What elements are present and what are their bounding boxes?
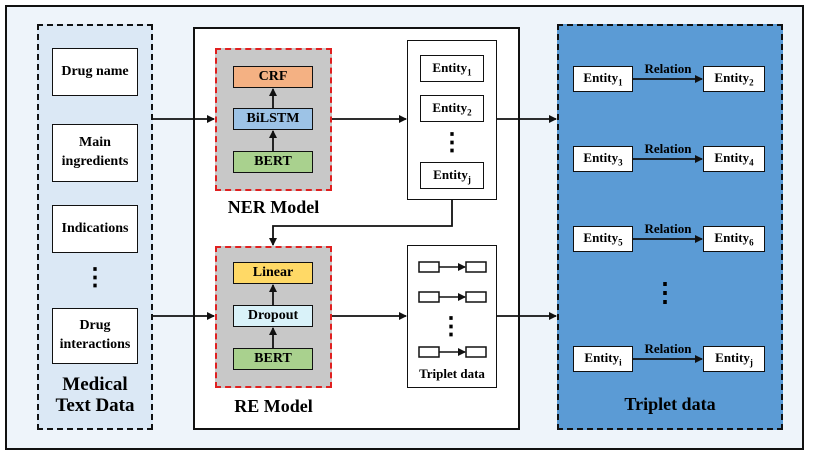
entity-list-ellipsis: ⋮ [440,130,464,156]
arrow-entities-to-re [269,200,453,246]
triplet-mini-ellipsis: ⋮ [439,314,463,340]
relation-label-3: Relation [644,221,692,236]
medical-text-title: Medical Text Data [37,374,153,417]
medical-title-line1: Medical [62,374,128,395]
indications-label: Indications [61,221,129,236]
tail-entity-1-text: Entity2 [714,70,753,88]
re-bert-layer: BERT [233,348,313,370]
relation-label-2: Relation [644,141,692,156]
entity-item-1-text: Entity1 [432,60,471,78]
tail-entity-2-base: Entity [714,150,750,166]
relation-label-4: Relation [644,341,692,356]
head-entity-4-sub: i [619,357,622,368]
entity-item-j: Entityj [420,162,484,189]
tail-entity-4: Entityj [703,346,765,372]
tail-entity-1: Entity2 [703,66,765,92]
tail-entity-3-text: Entity6 [714,230,753,248]
bilstm-layer: BiLSTM [233,108,313,130]
triplet-mini-caption: Triplet data [419,366,485,381]
drug-name-box: Drug name [52,48,138,96]
head-entity-4-text: Entityi [584,350,621,368]
head-entity-1: Entity1 [573,66,633,92]
head-entity-4: Entityi [573,346,633,372]
main-ingredients-box: Main ingredients [52,124,138,182]
ner-model-label: NER Model [227,197,320,217]
head-entity-2-base: Entity [583,150,619,166]
entity-item-j-text: Entityj [433,167,471,185]
tail-entity-2-sub: 4 [749,157,754,168]
entity-item-2: Entity2 [420,95,484,122]
entity-item-2-text: Entity2 [432,100,471,118]
tail-entity-3-base: Entity [714,230,750,246]
tail-entity-3: Entity6 [703,226,765,252]
mini-triplet-3-head [418,346,440,358]
tail-entity-1-base: Entity [714,70,750,86]
tail-entity-4-text: Entityj [715,350,753,368]
relation-label-1: Relation [644,61,692,76]
head-entity-1-sub: 1 [618,77,623,88]
head-entity-3-text: Entity5 [583,230,622,248]
ner-bert-layer: BERT [233,151,313,173]
entity-item-j-base: Entity [433,166,468,182]
main-ingredients-label: Main ingredients [61,135,129,169]
linear-layer: Linear [233,262,313,284]
head-entity-2-text: Entity3 [583,150,622,168]
head-entity-1-base: Entity [583,70,619,86]
entity-item-2-sub: 2 [467,107,472,118]
tail-entity-4-base: Entity [715,350,750,366]
head-entity-3-sub: 5 [618,237,623,248]
triplet-panel-title: Triplet data [624,394,716,414]
drug-interactions-label: Drug interactions [59,318,131,352]
head-entity-3-base: Entity [583,230,619,246]
mini-triplet-2-tail [465,291,487,303]
mini-triplet-3-tail [465,346,487,358]
entity-item-1-base: Entity [432,59,468,75]
tail-entity-4-sub: j [749,357,753,368]
entity-item-j-sub: j [467,174,471,185]
indications-box: Indications [52,205,138,253]
tail-entity-1-sub: 2 [749,77,754,88]
tail-entity-2: Entity4 [703,146,765,172]
drug-name-label: Drug name [61,64,129,79]
medical-ellipsis: ⋮ [83,265,107,291]
mini-triplet-1-head [418,261,440,273]
drug-interactions-box: Drug interactions [52,308,138,364]
tail-entity-2-text: Entity4 [714,150,753,168]
entity-item-2-base: Entity [432,99,468,115]
mini-triplet-1-tail [465,261,487,273]
head-entity-4-base: Entity [584,350,620,366]
head-entity-2-sub: 3 [618,157,623,168]
re-model-label: RE Model [234,396,313,416]
entity-item-1-sub: 1 [467,67,472,78]
head-entity-1-text: Entity1 [583,70,622,88]
crf-layer: CRF [233,66,313,88]
tail-entity-3-sub: 6 [749,237,754,248]
dropout-layer: Dropout [233,305,313,327]
medical-title-line2: Text Data [55,394,135,416]
triplet-panel-ellipsis: ⋮ [652,278,678,307]
head-entity-3: Entity5 [573,226,633,252]
head-entity-2: Entity3 [573,146,633,172]
entity-item-1: Entity1 [420,55,484,82]
mini-triplet-2-head [418,291,440,303]
